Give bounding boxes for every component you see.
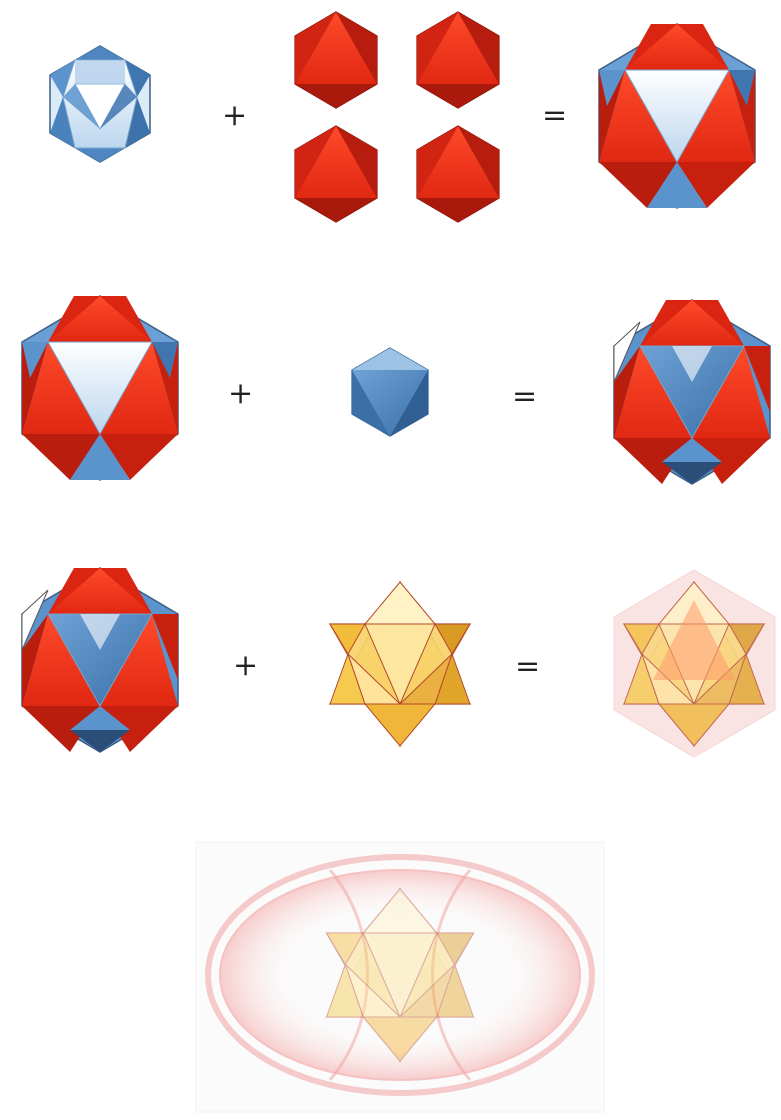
plus-sign-3: + xyxy=(233,648,258,683)
small-blue-hexagon xyxy=(352,348,428,436)
four-red-hexagons xyxy=(295,12,499,222)
plus-sign-2: + xyxy=(228,376,253,411)
equals-sign-1: = xyxy=(542,98,567,133)
row-1: + = xyxy=(50,12,755,222)
plus-sign-1: + xyxy=(222,98,247,133)
torus-star-figure xyxy=(196,842,604,1112)
equals-sign-2: = xyxy=(512,379,537,414)
red-blue-composite-a xyxy=(599,24,755,208)
red-blue-composite-b xyxy=(22,296,178,480)
red-blue-composite-c xyxy=(614,300,770,484)
equals-sign-3: = xyxy=(515,649,540,684)
row-3: + = xyxy=(22,568,775,757)
blue-cuboctahedron xyxy=(50,46,150,162)
row-2: + = xyxy=(22,296,770,484)
yellow-star-tetrahedron xyxy=(330,582,470,746)
translucent-star-composite xyxy=(614,570,775,757)
red-blue-composite-d xyxy=(22,568,178,752)
